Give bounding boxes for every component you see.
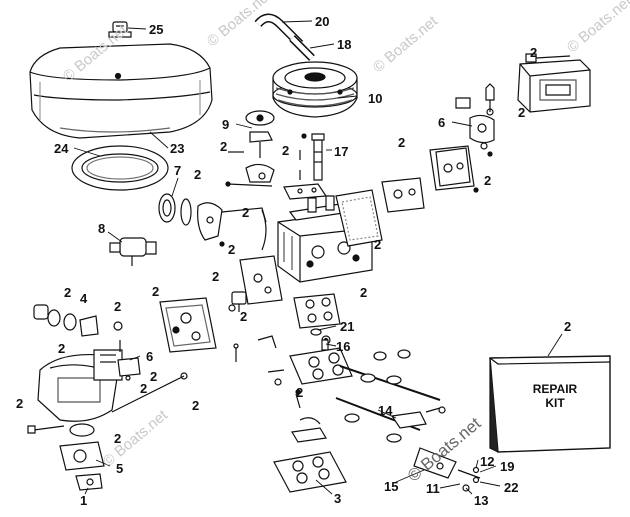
callout-22: 22 [504,480,519,495]
callout-2: 2 [212,269,220,284]
callout-2: 2 [140,381,148,396]
callout-2: 2 [58,341,66,356]
callout-2: 2 [240,309,248,324]
part-choke-linkage [198,182,272,250]
part-metering-block [160,298,216,352]
part-needle-seat [456,84,494,115]
part-gasket-cover-plate [284,184,326,199]
callout-2: 2 [194,167,202,182]
part-base-gasket-3 [274,452,346,492]
callout-10: 10 [368,91,383,106]
part-screws-17 [300,134,324,180]
part-gasket-24 [72,146,168,190]
callout-23: 23 [170,141,185,156]
callout-2: 2 [152,284,160,299]
callout-15: 15 [384,479,399,494]
callout-5: 5 [116,461,124,476]
part-choke-pulloff-9 [246,111,274,182]
callout-9: 9 [222,117,230,132]
repair-kit-line2: KIT [545,396,565,410]
callout-20: 20 [315,14,330,29]
part-screw-25 [109,22,131,37]
part-air-cleaner-cover-23 [30,44,212,138]
callout-2: 2 [228,242,236,257]
repair-kit-box [490,356,610,452]
part-plug-screw [232,292,246,312]
callout-21: 21 [340,319,355,334]
callout-18: 18 [337,37,352,52]
callout-17: 17 [334,144,349,159]
part-fuel-filter-8 [110,238,156,266]
part-metering-gasket [336,190,382,246]
callout-2: 2 [282,143,290,158]
callout-24: 24 [54,141,69,156]
callout-2: 2 [64,285,72,300]
callout-25: 25 [149,22,164,37]
callout-4: 4 [80,291,88,306]
callout-2: 2 [16,396,24,411]
part-pump-diaphragm-5 [60,424,104,490]
callout-2: 2 [530,45,538,60]
part-seal-7 [159,194,191,225]
callout-19: 19 [500,459,515,474]
callout-2: 2 [564,319,572,334]
callout-2: 2 [114,299,122,314]
callout-2: 2 [484,173,492,188]
callout-8: 8 [98,221,106,236]
callout-2: 2 [374,237,382,252]
part-accelerator-pump-upper [382,146,474,212]
callout-2: 2 [296,385,304,400]
callout-7: 7 [174,163,182,178]
callout-14: 14 [378,403,393,418]
callout-3: 3 [334,491,342,506]
callout-6-lower: 6 [146,349,154,364]
callout-2: 2 [518,105,526,120]
callout-13: 13 [474,493,489,508]
part-hose-20 [258,18,312,58]
part-fuel-bowl-primary [38,350,122,421]
part-pump-diaphragm-6-lower [118,358,140,380]
callout-leader-lines [74,21,562,494]
part-body-cover-10 [273,62,357,117]
callout-2: 2 [220,139,228,154]
part-fuel-bowl-secondary [518,54,590,112]
part-pump-diaphragm-6-upper [470,115,494,156]
callout-11: 11 [426,481,440,496]
part-throttle-levers [292,390,326,442]
callout-2: 2 [114,431,122,446]
callout-2: 2 [192,398,200,413]
callout-16: 16 [336,339,351,354]
repair-kit-label: REPAIR KIT [520,382,590,410]
callout-12: 12 [480,454,495,469]
part-fittings-left [34,305,122,352]
part-long-screw-lower-left [28,373,187,433]
part-small-parts-16-21 [311,329,328,350]
repair-kit-line1: REPAIR [532,382,578,396]
callout-2: 2 [398,135,406,150]
part-throttle-lever-14 [392,407,445,428]
callout-2: 2 [150,369,158,384]
callout-1: 1 [80,493,88,508]
callout-6-upper: 6 [438,115,446,130]
part-misc-screws [220,134,478,362]
part-throttle-shafts [336,350,440,442]
part-linkage-lower-right [414,448,480,491]
callout-2: 2 [360,285,368,300]
part-gasket-middle [294,294,340,328]
callout-2: 2 [242,205,250,220]
part-gasket-metering-left [240,256,282,304]
